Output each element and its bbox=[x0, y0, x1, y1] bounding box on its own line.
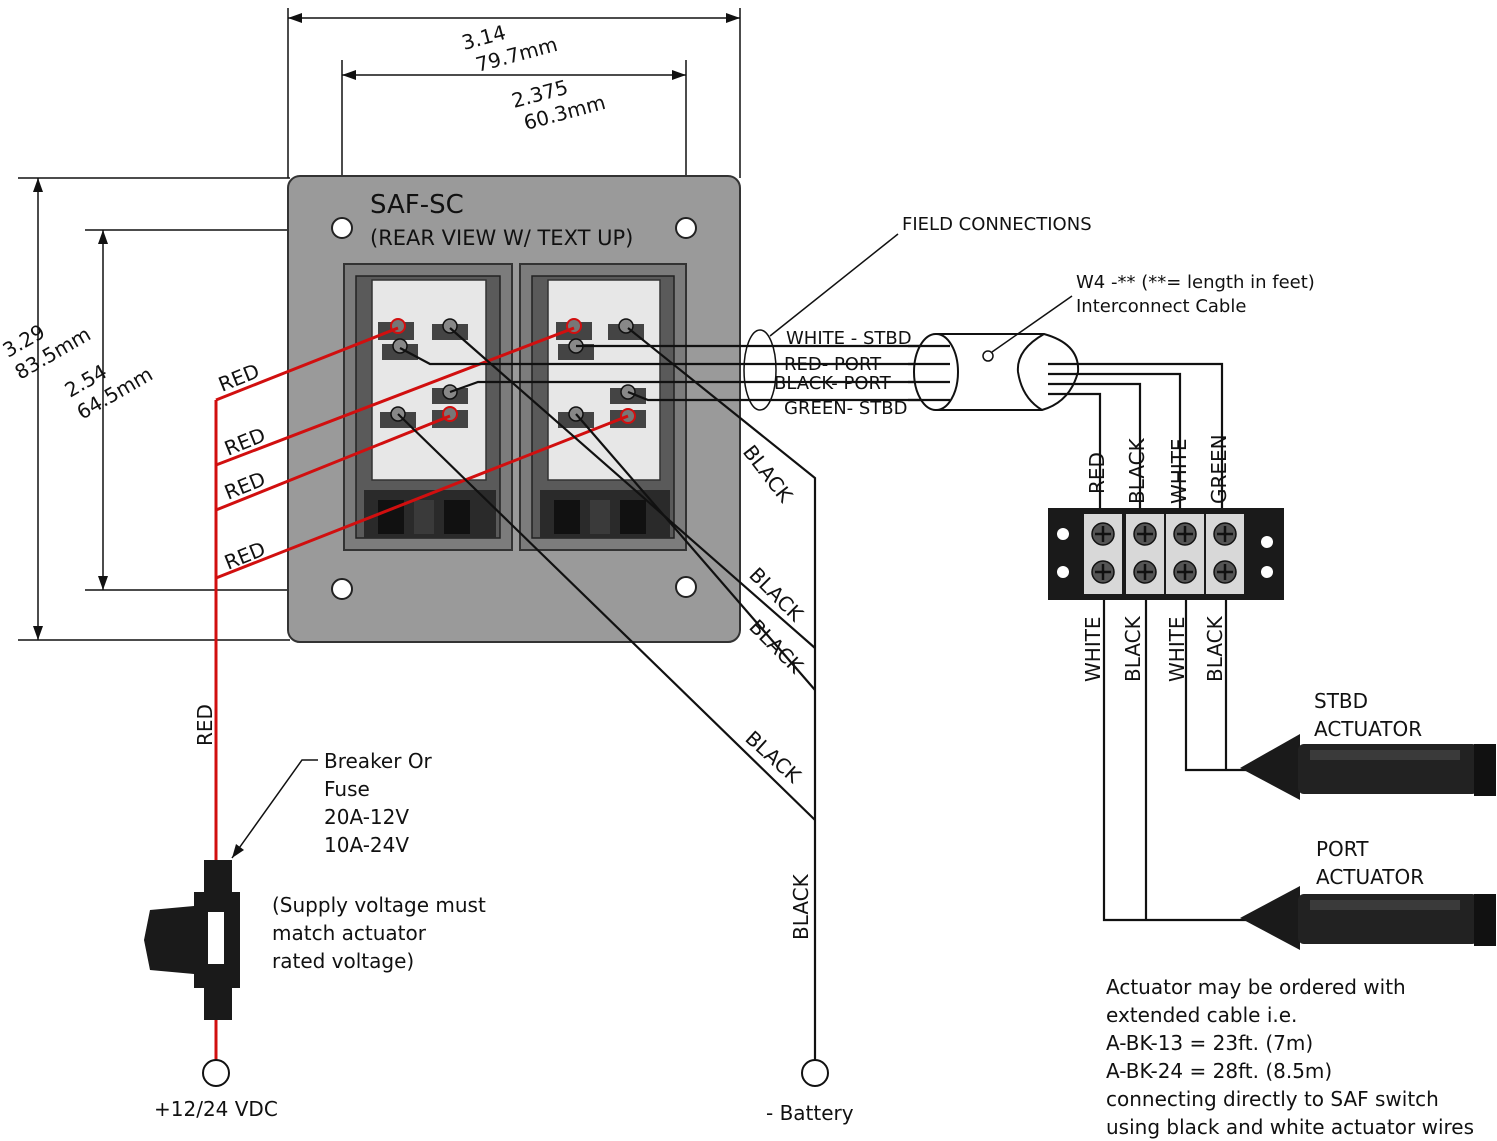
panel-model-label: SAF-SC bbox=[370, 190, 464, 220]
stbd-actuator-label-1: STBD bbox=[1314, 689, 1368, 713]
switch-right bbox=[519, 263, 687, 551]
terminal-top-red: RED bbox=[1085, 452, 1109, 494]
switch-panel bbox=[287, 175, 741, 643]
field-wire-red: RED- PORT bbox=[784, 354, 882, 375]
terminal-top-black: BLACK bbox=[1125, 437, 1149, 504]
stbd-actuator-label-2: ACTUATOR bbox=[1314, 717, 1422, 741]
mount-hole-bl bbox=[331, 578, 353, 600]
supply-note-line-1: (Supply voltage must bbox=[272, 893, 486, 917]
black-wire-label-3: BLACK bbox=[744, 615, 808, 679]
mount-hole-br bbox=[675, 576, 697, 598]
mount-hole-tl bbox=[331, 217, 353, 239]
breaker-line-1: Breaker Or bbox=[324, 749, 433, 773]
port-actuator-label-1: PORT bbox=[1316, 837, 1369, 861]
black-wires bbox=[397, 327, 940, 1060]
panel-view-label: (REAR VIEW W/ TEXT UP) bbox=[370, 226, 633, 250]
actuator-note-line-6: using black and white actuator wires bbox=[1106, 1115, 1474, 1139]
terminal-top-green: GREEN bbox=[1207, 434, 1231, 504]
breaker-line-2: Fuse bbox=[324, 777, 370, 801]
positive-terminal-icon bbox=[202, 1059, 230, 1087]
positive-terminal-label: +12/24 VDC bbox=[154, 1097, 278, 1121]
terminal-block bbox=[1048, 508, 1284, 600]
actuator-note-line-2: extended cable i.e. bbox=[1106, 1003, 1297, 1027]
cable-label-line2: Interconnect Cable bbox=[1076, 296, 1246, 317]
stbd-actuator bbox=[1240, 734, 1496, 800]
cable-label-line1: W4 -** (**= length in feet) bbox=[1076, 272, 1315, 293]
actuator-note-line-4: A-BK-24 = 28ft. (8.5m) bbox=[1106, 1059, 1332, 1083]
actuator-note-line-3: A-BK-13 = 23ft. (7m) bbox=[1106, 1031, 1313, 1055]
field-wire-white: WHITE - STBD bbox=[786, 328, 912, 349]
breaker-line-3: 20A-12V bbox=[324, 805, 409, 829]
actuator-note-line-1: Actuator may be ordered with bbox=[1106, 975, 1406, 999]
terminal-bottom-black-1: BLACK bbox=[1121, 615, 1145, 682]
port-actuator-label-2: ACTUATOR bbox=[1316, 865, 1424, 889]
negative-terminal-label: - Battery bbox=[766, 1101, 854, 1125]
field-connections-label: FIELD CONNECTIONS bbox=[902, 214, 1092, 235]
field-wire-black: BLACK- PORT bbox=[774, 373, 892, 394]
red-wire-label-vertical: RED bbox=[193, 704, 217, 746]
red-wire-label-4: RED bbox=[221, 537, 269, 575]
supply-note-line-3: rated voltage) bbox=[272, 949, 414, 973]
black-wire-label-1: BLACK bbox=[738, 440, 798, 507]
interconnect-cable bbox=[908, 333, 1224, 510]
terminal-bottom-white-1: WHITE bbox=[1081, 616, 1105, 682]
field-connections-ellipse bbox=[743, 329, 777, 411]
supply-note-line-2: match actuator bbox=[272, 921, 427, 945]
terminal-bottom-black-2: BLACK bbox=[1203, 615, 1227, 682]
actuator-wires bbox=[1102, 600, 1250, 922]
port-actuator bbox=[1240, 886, 1496, 950]
dimension-lines bbox=[18, 8, 741, 641]
switch-left bbox=[343, 263, 513, 551]
breaker-line-4: 10A-24V bbox=[324, 833, 409, 857]
breaker-fuse bbox=[144, 860, 240, 1020]
field-wire-green: GREEN- STBD bbox=[784, 398, 908, 419]
black-wire-label-vertical: BLACK bbox=[789, 873, 813, 940]
actuator-note-line-5: connecting directly to SAF switch bbox=[1106, 1087, 1439, 1111]
terminal-top-white: WHITE bbox=[1167, 438, 1191, 504]
mount-hole-tr bbox=[675, 217, 697, 239]
negative-terminal-icon bbox=[801, 1059, 829, 1087]
